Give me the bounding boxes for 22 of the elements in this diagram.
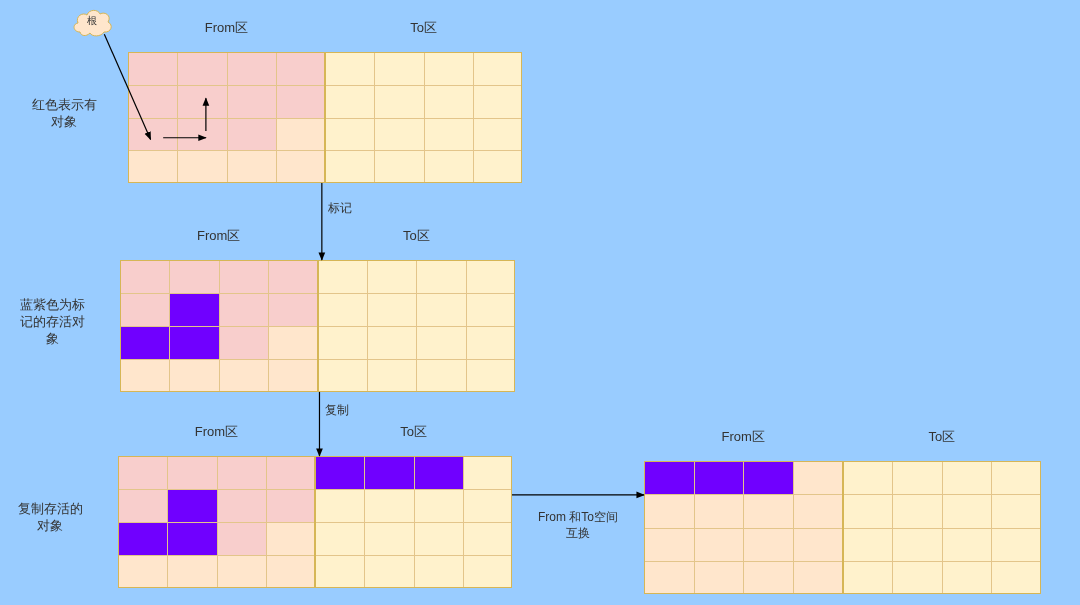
region-heading: To区 [409, 19, 438, 37]
edge-label: From 和To空间互换 [538, 508, 618, 541]
region-heading: From区 [203, 19, 250, 37]
note-text: 蓝紫色为标记的存活对象 [18, 296, 86, 347]
region-heading: From区 [196, 227, 242, 245]
edge-label: 标记 [327, 199, 352, 216]
arrow [162, 134, 207, 142]
region-heading: From区 [720, 428, 766, 446]
arrow [316, 391, 323, 457]
arrow [511, 491, 645, 499]
note-text: 红色表示有对象 [30, 96, 98, 130]
memory-cell [177, 84, 228, 119]
region-heading: From区 [193, 423, 240, 441]
arrow [202, 97, 210, 132]
region-heading: To区 [927, 428, 957, 446]
region-heading: To区 [399, 423, 428, 441]
region-heading: To区 [401, 227, 431, 245]
arrow [103, 33, 152, 141]
root-label: 根 [86, 14, 98, 28]
arrow [318, 182, 326, 261]
edge-label: 复制 [325, 402, 350, 418]
note-text: 复制存活的对象 [16, 500, 84, 534]
